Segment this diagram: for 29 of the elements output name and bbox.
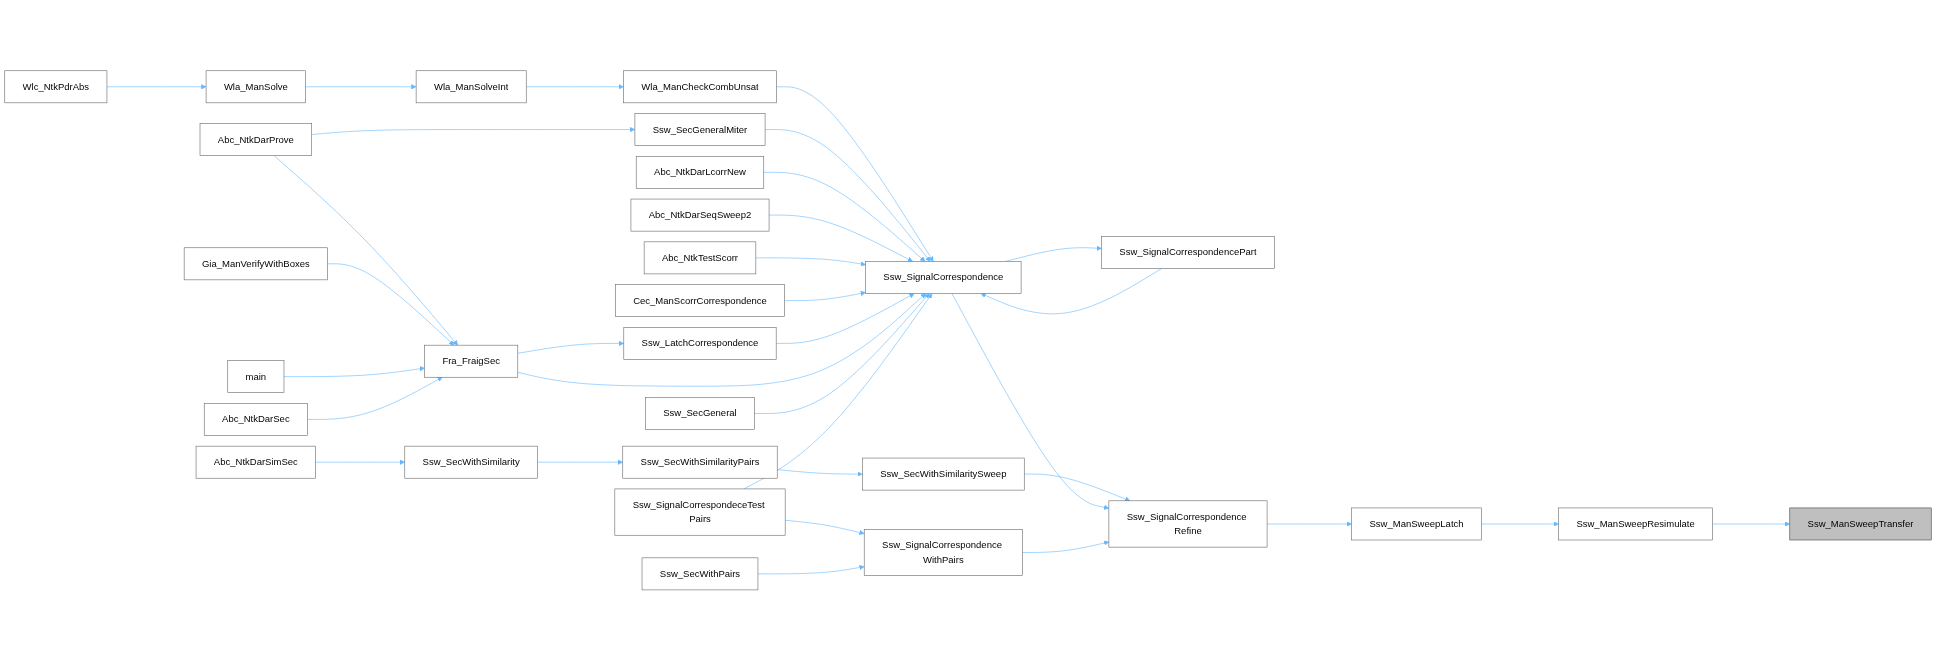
node-box: Ssw_SecWithSimilaritySweep — [862, 457, 1025, 491]
node-box: Wla_ManCheckCombUnsat — [623, 70, 777, 104]
node-box: Wla_ManSolveInt — [415, 70, 527, 104]
node-box: Cec_ManScorrCorrespondence — [615, 284, 785, 318]
node-box: Ssw_LatchCorrespondence — [623, 327, 777, 360]
node-box: Abc_NtkDarSec — [203, 403, 308, 436]
node-box: Ssw_SignalCorrespondence WithPairs — [863, 529, 1023, 577]
node-box: Ssw_ManSweepLatch — [1351, 507, 1482, 541]
node-box: Fra_FraigSec — [424, 345, 519, 378]
node-box: Ssw_SecWithPairs — [641, 557, 759, 591]
node-box: Ssw_SecWithSimilarity — [404, 446, 538, 479]
node-box: Abc_NtkDarProve — [199, 123, 312, 157]
node-box: Ssw_SignalCorrespondence — [865, 261, 1022, 294]
node-box: Ssw_SignalCorrespondencePart — [1101, 236, 1275, 269]
node-box: Gia_ManVerifyWithBoxes — [183, 247, 328, 281]
node-box: Abc_NtkDarSimSec — [195, 446, 316, 479]
node-box: Ssw_ManSweepTransfer — [1789, 507, 1932, 541]
node-box: Wla_ManSolve — [205, 70, 306, 104]
node-box: Ssw_SecGeneral — [645, 397, 755, 430]
node-box: Abc_NtkTestScorr — [643, 241, 757, 275]
node-box: Wlc_NtkPdrAbs — [4, 70, 108, 104]
node-box: Ssw_ManSweepResimulate — [1558, 507, 1713, 541]
node-box: Ssw_SignalCorrespondence Refine — [1108, 500, 1268, 548]
node-box: Abc_NtkDarSeqSweep2 — [630, 198, 770, 232]
node-box: Ssw_SecWithSimilarityPairs — [622, 446, 778, 479]
node-box: main — [227, 360, 285, 394]
node-box: Abc_NtkDarLcorrNew — [635, 156, 765, 189]
node-box: Ssw_SecGeneralMiter — [634, 113, 766, 147]
node-box: Ssw_SignalCorrespondeceTest Pairs — [614, 488, 786, 536]
